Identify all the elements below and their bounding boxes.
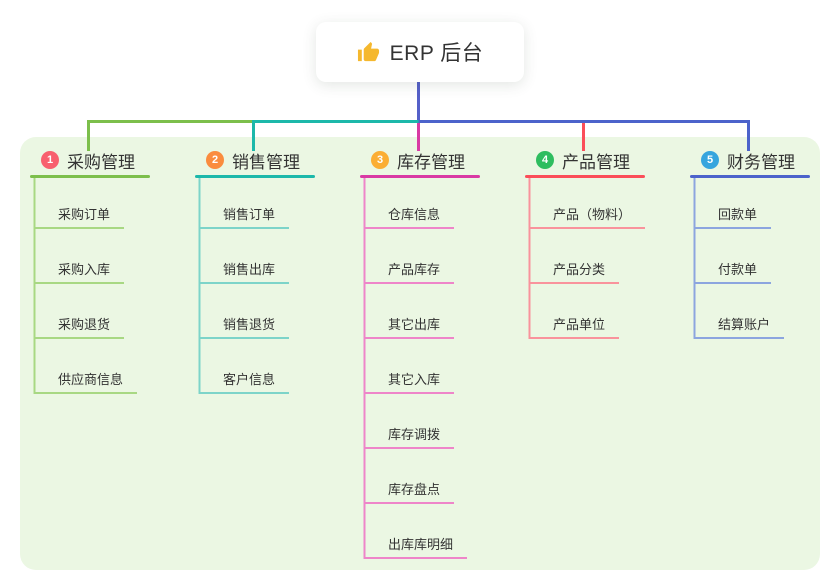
child-node[interactable]: 产品单位 (553, 317, 606, 332)
child-node[interactable]: 出库库明细 (388, 537, 454, 552)
child-node[interactable]: 仓库信息 (388, 207, 441, 222)
child-node[interactable]: 产品（物料） (553, 207, 632, 222)
child-node[interactable]: 其它出库 (388, 317, 441, 332)
branch-underline (195, 175, 315, 178)
branches-panel (20, 137, 820, 570)
child-node[interactable]: 采购退货 (58, 317, 111, 332)
branch-number-badge: 3 (371, 151, 389, 169)
root-node[interactable]: ERP 后台 (316, 22, 524, 82)
branch-4-header[interactable]: 4 产品管理 (525, 147, 645, 173)
root-label: ERP 后台 (389, 42, 484, 65)
child-node[interactable]: 产品分类 (553, 262, 606, 277)
branch-underline (30, 175, 150, 178)
thumbs-up-icon (357, 41, 379, 61)
child-node[interactable]: 结算账户 (718, 317, 771, 332)
child-node[interactable]: 销售退货 (223, 317, 276, 332)
child-node[interactable]: 采购订单 (58, 207, 111, 222)
branch-underline (690, 175, 810, 178)
branch-underline (525, 175, 645, 178)
branch-1-header[interactable]: 1 采购管理 (30, 147, 150, 173)
branch-number-badge: 4 (536, 151, 554, 169)
branch-number-badge: 1 (41, 151, 59, 169)
child-node[interactable]: 销售订单 (223, 207, 276, 222)
child-node[interactable]: 销售出库 (223, 262, 276, 277)
branch-number-badge: 5 (701, 151, 719, 169)
branch-underline (360, 175, 480, 178)
branch-label: 采购管理 (67, 152, 135, 172)
child-node[interactable]: 供应商信息 (58, 372, 124, 387)
child-node[interactable]: 产品库存 (388, 262, 441, 277)
branch-label: 库存管理 (397, 152, 465, 172)
branch-label: 财务管理 (727, 152, 795, 172)
branch-5-header[interactable]: 5 财务管理 (690, 147, 810, 173)
branch-label: 产品管理 (562, 152, 630, 172)
branch-2-header[interactable]: 2 销售管理 (195, 147, 315, 173)
branch-3-header[interactable]: 3 库存管理 (360, 147, 480, 173)
child-node[interactable]: 客户信息 (223, 372, 276, 387)
child-node[interactable]: 回款单 (718, 207, 758, 222)
child-node[interactable]: 库存盘点 (388, 482, 441, 497)
child-node[interactable]: 付款单 (718, 262, 758, 277)
child-node[interactable]: 库存调拨 (388, 427, 441, 442)
child-node[interactable]: 其它入库 (388, 372, 441, 387)
child-node[interactable]: 采购入库 (58, 262, 111, 277)
branch-label: 销售管理 (232, 152, 300, 172)
branch-number-badge: 2 (206, 151, 224, 169)
